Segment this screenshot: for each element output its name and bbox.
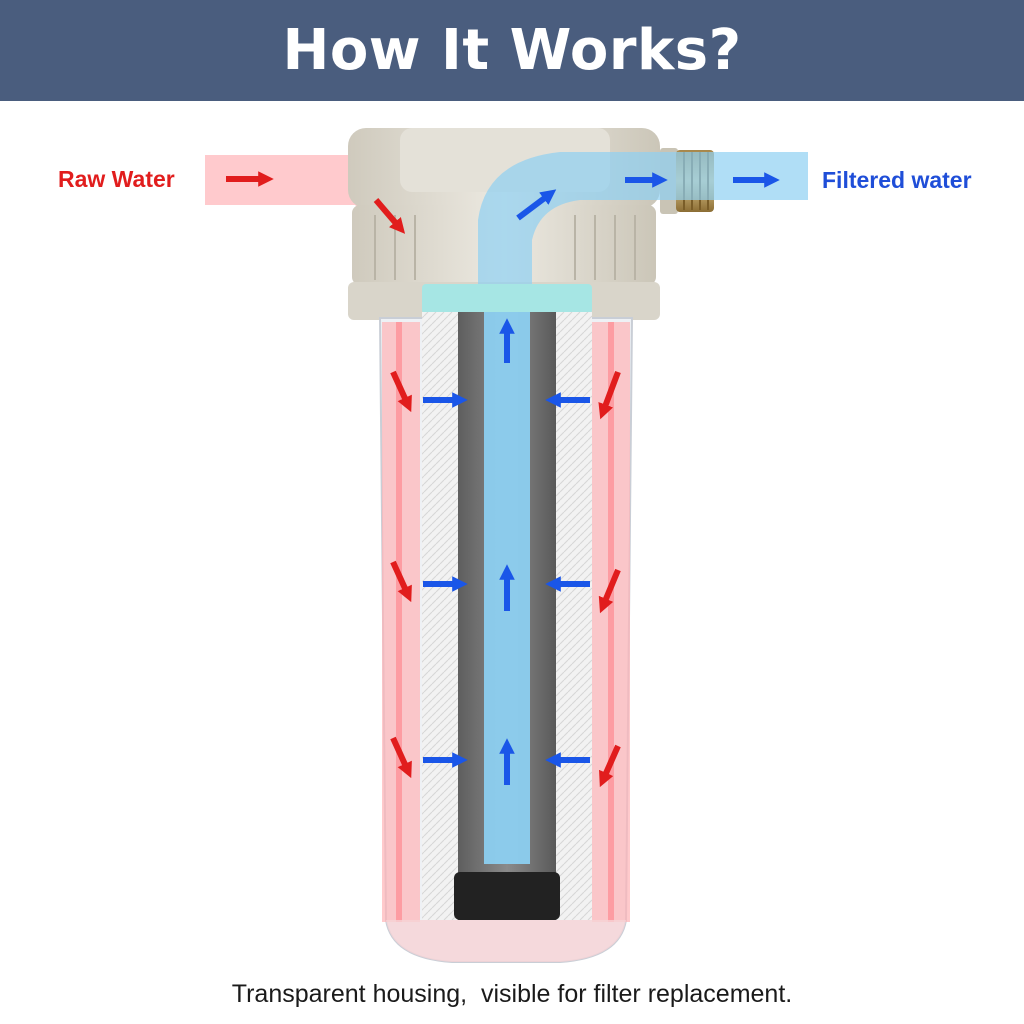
red-arrow-icon — [390, 736, 412, 779]
filtered-water-label: Filtered water — [822, 167, 972, 193]
filtered-water-outflow — [478, 152, 808, 300]
title-banner: How It Works? — [0, 0, 1024, 101]
raw-flow-arrows — [226, 171, 621, 788]
page-title: How It Works? — [282, 18, 742, 83]
red-arrow-icon — [598, 568, 621, 614]
red-arrow-icon — [598, 370, 621, 420]
red-arrow-icon — [390, 370, 412, 413]
blue-arrow-icon — [516, 189, 557, 221]
caption: Transparent housing, visible for filter … — [231, 980, 793, 1008]
red-arrow-icon — [390, 560, 412, 603]
red-arrow-icon — [373, 198, 406, 234]
raw-water-label: Raw Water — [58, 166, 175, 192]
filter-cartridge — [422, 284, 592, 920]
filtered-flow-arrows — [423, 172, 780, 785]
red-arrow-icon — [599, 744, 621, 788]
